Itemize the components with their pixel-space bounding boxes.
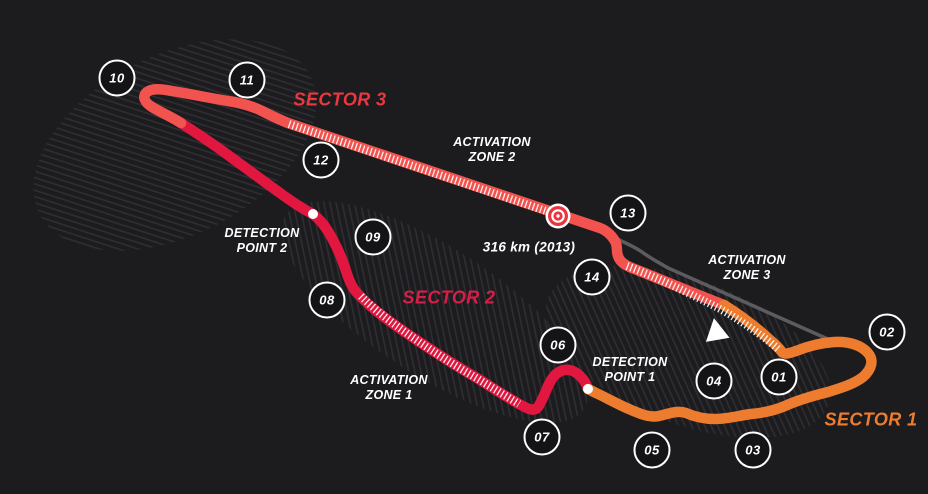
drs-zone2-ticks: [287, 120, 557, 218]
turn-marker-10: 10: [98, 59, 136, 97]
turn-marker-04: 04: [695, 362, 733, 400]
detection-point-1-dot: [583, 384, 593, 394]
sector-3-label: SECTOR 3: [293, 89, 387, 110]
detection-point-2-dot: [308, 209, 318, 219]
direction-arrow-icon: [705, 318, 730, 342]
activation-zone-1-line1: ACTIVATION: [350, 373, 428, 387]
turn-marker-01: 01: [760, 358, 798, 396]
detection-point-1-line2: POINT 1: [604, 370, 656, 384]
detection-point-2-line1: DETECTION: [224, 226, 300, 240]
detection-point-1-line1: DETECTION: [592, 355, 668, 369]
turn-marker-08: 08: [308, 281, 346, 319]
activation-zone-3-line1: ACTIVATION: [708, 253, 786, 267]
sector2-track: [175, 117, 594, 415]
speed-record-label: 316 km (2013): [482, 239, 576, 255]
sector-1-label: SECTOR 1: [824, 409, 918, 430]
turn-marker-02: 02: [868, 313, 906, 351]
detection-point-2-line2: POINT 2: [236, 241, 288, 255]
sector3-track: [139, 84, 730, 311]
activation-zone-2-line2: ZONE 2: [468, 150, 516, 164]
sector1-track: [582, 299, 877, 425]
speed-trap-icon: [545, 203, 571, 229]
pit-lane: [608, 233, 832, 342]
turn-marker-03: 03: [734, 431, 772, 469]
turn-marker-13: 13: [609, 194, 647, 232]
activation-zone-2-line1: ACTIVATION: [453, 135, 531, 149]
turn-marker-12: 12: [302, 141, 340, 179]
turn-marker-14: 14: [573, 258, 611, 296]
turn-marker-09: 09: [354, 218, 392, 256]
turn-marker-05: 05: [633, 431, 671, 469]
sector-2-label: SECTOR 2: [402, 287, 496, 308]
activation-zone-3-line2: ZONE 3: [723, 268, 771, 282]
turn-marker-06: 06: [539, 326, 577, 364]
activation-zone-1-line2: ZONE 1: [365, 388, 413, 402]
turn-marker-11: 11: [228, 61, 266, 99]
turn-marker-07: 07: [523, 418, 561, 456]
